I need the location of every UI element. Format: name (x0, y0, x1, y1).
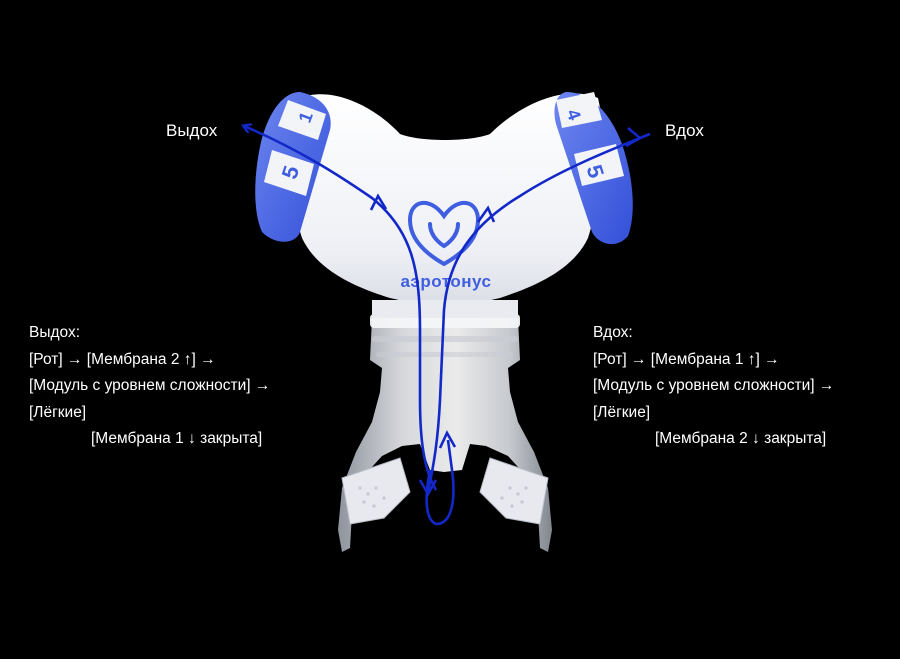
exhale-path-line: [Мембрана 1 ↓ закрыта] (91, 430, 263, 447)
logo-icon (407, 200, 481, 267)
inhale-path-line: [Мембрана 2 ↓ закрыта] (655, 430, 827, 447)
inhale-path-description: Вдох: [Рот] → [Мембрана 1 ↑] → [Модуль с… (593, 320, 834, 453)
exhale-arrow-mid-head (369, 193, 388, 211)
inhale-arrow-top-head (625, 127, 643, 148)
exhale-path-line: Выдох: (29, 324, 81, 341)
bite-pad-right (479, 457, 549, 525)
inhale-path-line: [Рот] → [Мембрана 1 ↑] → (593, 350, 780, 368)
inhale-arrow-tip (418, 479, 438, 497)
exhale-path-line: [Лёгкие] (29, 403, 87, 421)
exhale-path-line: [Рот] → [Мембрана 2 ↑] → (29, 350, 216, 368)
logo-text: аэротонус (401, 272, 492, 291)
mouthpiece (338, 314, 552, 552)
bite-pad-left (341, 457, 411, 525)
inhale-arrow-mid-head (476, 205, 496, 223)
inhale-arrow (418, 127, 651, 497)
exhale-path-line: [Модуль с уровнем сложности] → (29, 377, 271, 394)
module-right: 4 5 (554, 92, 633, 245)
inhale-path-line: [Модуль с уровнем сложности] → (593, 377, 835, 394)
exhale-path-description: Выдох: [Рот] → [Мембрана 2 ↑] → [Модуль … (29, 320, 270, 453)
inhale-path-line: [Лёгкие] (593, 403, 651, 421)
label-exhale: Выдох (166, 121, 218, 140)
inhale-path-line: Вдох: (593, 324, 633, 341)
exhale-arrow-loop-head (438, 430, 457, 449)
label-inhale: Вдох (665, 121, 704, 140)
module-left: 1 5 (255, 92, 331, 242)
exhale-arrow (244, 126, 457, 526)
